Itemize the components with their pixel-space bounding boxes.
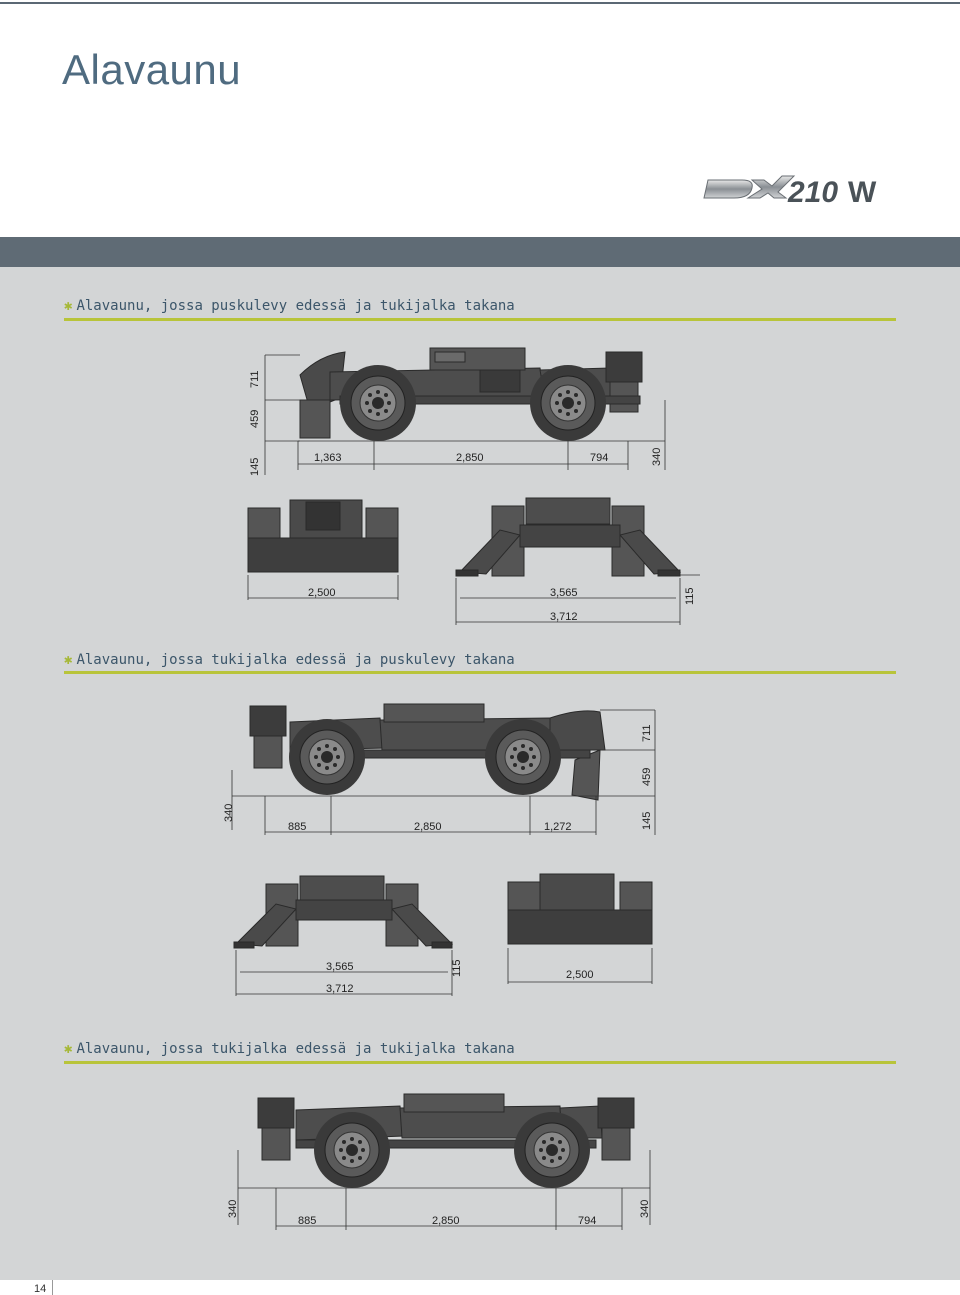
svg-text:885: 885 (288, 821, 306, 833)
page-title: Alavaunu (62, 46, 242, 93)
svg-text:340: 340 (651, 448, 663, 466)
svg-text:340: 340 (639, 1200, 651, 1218)
svg-text:340: 340 (227, 1200, 239, 1218)
svg-text:145: 145 (641, 812, 653, 830)
section-rule-3 (64, 1061, 896, 1064)
svg-text:711: 711 (641, 724, 653, 742)
svg-text:2,500: 2,500 (566, 969, 594, 981)
svg-text:794: 794 (590, 452, 608, 464)
svg-text:711: 711 (249, 370, 261, 388)
star-icon: ✱ (64, 652, 73, 668)
svg-text:459: 459 (249, 410, 261, 428)
svg-text:3,565: 3,565 (550, 587, 578, 599)
svg-text:210: 210 (787, 176, 838, 208)
footer (0, 1280, 960, 1295)
svg-text:W: W (848, 176, 877, 208)
top-rule (0, 2, 960, 4)
header-band (0, 217, 960, 267)
svg-text:2,500: 2,500 (308, 587, 336, 599)
svg-text:1,272: 1,272 (544, 821, 572, 833)
svg-text:2,850: 2,850 (456, 452, 484, 464)
dx210w-logo: 210 W (703, 175, 877, 208)
section-title-3: ✱Alavaunu, jossa tukijalka edessä ja tuk… (64, 1041, 515, 1057)
front-view-outrigger-1 (455, 497, 682, 577)
section-rule-2 (64, 671, 896, 674)
section-title-2: ✱Alavaunu, jossa tukijalka edessä ja pus… (64, 652, 515, 668)
svg-text:2,850: 2,850 (414, 821, 442, 833)
svg-text:115: 115 (451, 959, 463, 977)
section-title-1: ✱Alavaunu, jossa puskulevy edessä ja tuk… (64, 298, 515, 314)
svg-text:459: 459 (641, 768, 653, 786)
svg-text:3,565: 3,565 (326, 961, 354, 973)
svg-text:1,363: 1,363 (314, 452, 342, 464)
svg-text:3,712: 3,712 (326, 983, 354, 995)
svg-text:885: 885 (298, 1215, 316, 1227)
front-view-outrigger-2 (233, 875, 454, 949)
svg-text:115: 115 (684, 587, 696, 605)
star-icon: ✱ (64, 1041, 73, 1057)
front-view-blade-1 (247, 499, 399, 573)
svg-text:340: 340 (223, 804, 235, 822)
star-icon: ✱ (64, 298, 73, 314)
page-number: 14 (34, 1283, 47, 1295)
svg-text:794: 794 (578, 1215, 596, 1227)
svg-text:2,850: 2,850 (432, 1215, 460, 1227)
section-rule-1 (64, 318, 896, 321)
svg-text:3,712: 3,712 (550, 611, 578, 623)
svg-text:145: 145 (249, 458, 261, 476)
front-view-blade-2 (507, 873, 653, 945)
